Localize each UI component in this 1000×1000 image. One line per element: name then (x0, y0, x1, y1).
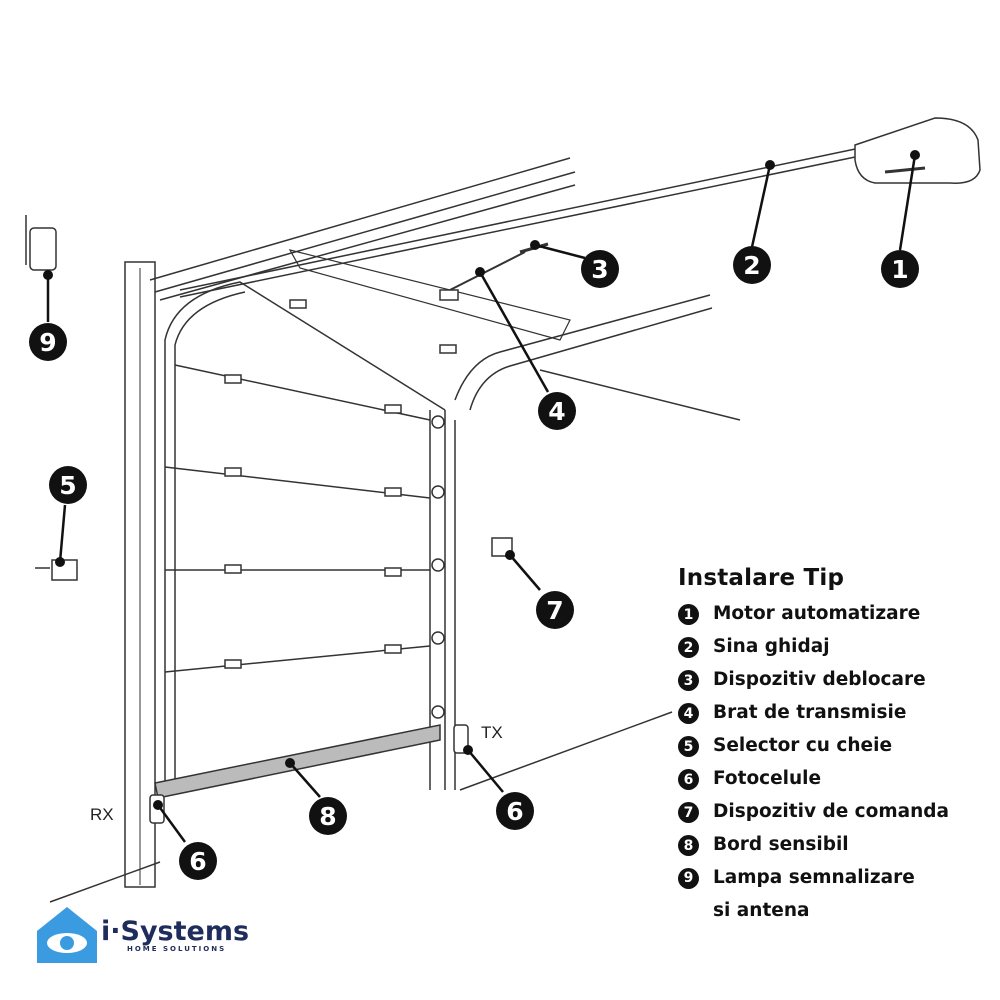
callout-3: 3 (581, 250, 619, 288)
callout-4: 4 (538, 392, 576, 430)
rx-label: RX (90, 805, 114, 824)
right-horizontal-track (454, 294, 713, 411)
transmission-arm (449, 251, 526, 291)
house-eye-icon (37, 907, 97, 963)
rail-support (288, 249, 571, 341)
callout-5: 5 (49, 466, 87, 504)
door-panel (164, 281, 457, 790)
logo-name: i·Systems (101, 915, 250, 947)
floor-line-left (49, 861, 161, 903)
i-systems-logo: i·Systems HOME SOLUTIONS (35, 905, 249, 965)
ceiling-line (539, 369, 741, 421)
callout-1: 1 (881, 250, 919, 288)
logo-tagline: HOME SOLUTIONS (127, 944, 227, 953)
legend-title: Instalare Tip (678, 565, 845, 591)
floor-line-right (459, 711, 673, 791)
callout-6-rx: 6 (179, 842, 217, 880)
photocell-tx (453, 724, 469, 754)
motor-unit (854, 117, 981, 184)
tx-label: TX (481, 723, 503, 742)
callout-7: 7 (536, 591, 574, 629)
guide-rail (179, 147, 861, 298)
callout-6-tx: 6 (496, 792, 534, 830)
callout-8: 8 (309, 797, 347, 835)
callout-9: 9 (29, 323, 67, 361)
left-horizontal-track (149, 157, 576, 301)
callout-leaders (46, 154, 917, 843)
safety-edge-bar (154, 724, 441, 799)
signal-lamp-antenna (25, 215, 57, 271)
left-jamb (124, 261, 156, 888)
callout-2: 2 (733, 246, 771, 284)
